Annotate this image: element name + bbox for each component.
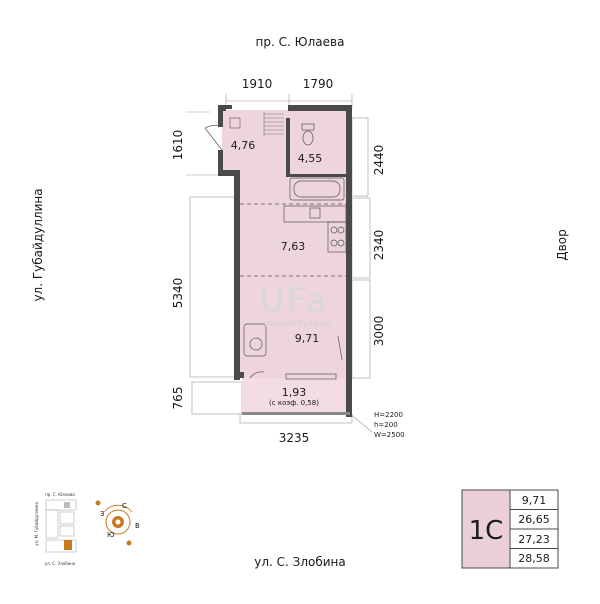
dim-top-right: 1790 — [303, 77, 334, 91]
kitchen-counter-icon — [283, 205, 347, 253]
toilet-icon — [301, 123, 315, 146]
bathtub-icon — [289, 177, 345, 201]
dim-left-bottom: 765 — [171, 387, 185, 410]
window-spec-h: H=2200 — [374, 411, 403, 419]
building-minimap: пр. С. Юлаева ул. М. Губайдуллина ул. С.… — [34, 492, 77, 566]
balcony-area — [242, 378, 346, 412]
summary-value-4: 28,58 — [518, 552, 550, 565]
street-top-label: пр. С. Юлаева — [256, 35, 345, 49]
room-living-area: 9,71 — [295, 332, 320, 345]
apartment-plan — [204, 105, 352, 417]
dim-right-bottom: 3000 — [372, 316, 386, 347]
street-bottom-label: ул. С. Злобина — [254, 555, 346, 569]
window-spec-hsmall: h=200 — [374, 421, 398, 429]
watermark-logo: UFa — [260, 281, 328, 321]
summary-value-2: 26,65 — [518, 513, 550, 526]
dim-bottom: 3235 — [279, 431, 310, 445]
window-spec-w: W=2500 — [374, 431, 405, 439]
summary-value-1: 9,71 — [522, 494, 547, 507]
watermark-site: novostroyka.ru — [264, 319, 331, 329]
room-kitchen-area: 7,63 — [281, 240, 306, 253]
room-balcony-area: 1,93 — [282, 386, 307, 399]
room-hall-area: 4,76 — [231, 139, 256, 152]
room-bath-area: 4,55 — [298, 152, 323, 165]
compass-w: З — [100, 510, 105, 518]
summary-panel: 1С 9,71 26,65 27,23 28,58 — [461, 489, 559, 569]
compass-s: Ю — [107, 531, 115, 539]
minimap-highlight — [64, 540, 72, 550]
sink-icon — [229, 117, 241, 129]
dim-left-top: 1610 — [171, 130, 185, 161]
street-right-label: Двор — [555, 229, 569, 260]
walls — [218, 105, 352, 417]
summary-type: 1С — [469, 516, 504, 546]
balcony-window-icon — [249, 335, 343, 380]
minimap-bottom-label: ул. С. Злобина — [45, 561, 76, 566]
minimap-top-label: пр. С. Юлаева — [45, 492, 75, 497]
summary-value-3: 27,23 — [518, 533, 550, 546]
compass-e: В — [135, 522, 140, 530]
sofa-icon — [243, 323, 267, 357]
minimap-left-label: ул. М. Губайдуллина — [34, 502, 39, 546]
compass-rose: С В Ю З — [95, 500, 140, 546]
dim-right-mid: 2340 — [372, 230, 386, 261]
dim-right-top: 2440 — [372, 145, 386, 176]
room-area — [222, 110, 348, 412]
dim-top-left: 1910 — [242, 77, 273, 91]
street-left-label: ул. Губайдуллина — [31, 188, 45, 301]
door-swing-icon — [204, 124, 223, 151]
dim-left-mid: 5340 — [171, 278, 185, 309]
stair-icon — [263, 112, 284, 136]
room-balcony-note: (с коэф. 0,58) — [269, 399, 319, 407]
compass-n: С — [122, 502, 127, 510]
